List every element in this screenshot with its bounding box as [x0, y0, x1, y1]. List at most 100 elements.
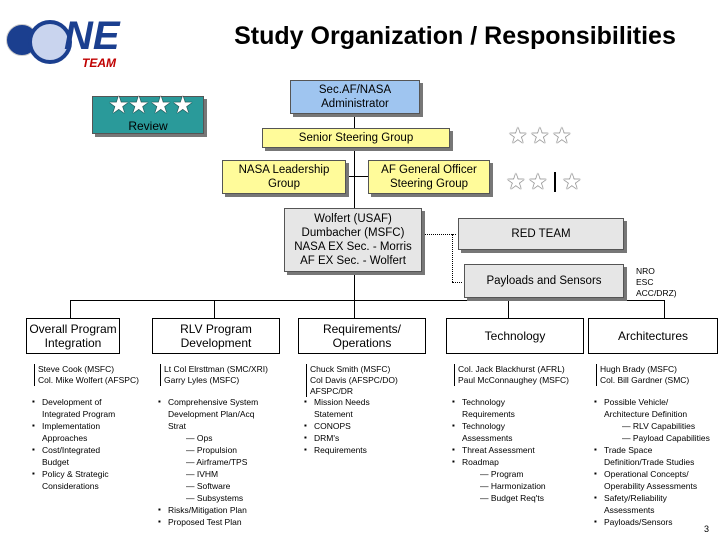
list-item: Assessments [604, 505, 655, 515]
list-item: Assessments [462, 433, 513, 443]
connector [508, 300, 509, 318]
list-item: — Airframe/TPS [186, 457, 248, 467]
list-item: Approaches [42, 433, 88, 443]
list-item: Requirements [462, 409, 515, 419]
nro-line3: ACC/DRZ) [636, 288, 677, 298]
lead-name: Col. Bill Gardner (SMC) [600, 375, 690, 385]
list-item: Proposed Test Plan [158, 516, 304, 528]
lead-name: Chuck Smith (MSFC) [310, 364, 391, 374]
dotted-connector [452, 282, 462, 283]
nasa-leadership-line2: Group [268, 178, 300, 190]
af-officer-line1: AF General Officer [381, 164, 477, 176]
connector [70, 300, 664, 301]
lead-name: Col. Mike Wolfert (AFSPC) [38, 375, 139, 385]
list-item: Payloads/Sensors [594, 516, 720, 528]
dotted-connector [452, 234, 453, 282]
connector [664, 300, 665, 318]
list-item: Mission Needs [304, 396, 450, 408]
column-leads: Chuck Smith (MSFC)Col Davis (AFSPC/DO)AF… [306, 364, 398, 397]
list-item: — Software [186, 481, 231, 491]
list-item: — Payload Capabilities [622, 433, 710, 443]
star-icon: ★ [128, 92, 150, 119]
column-header-line1: RLV Program [180, 322, 252, 336]
logo: NE TEAM [4, 14, 124, 74]
red-team-label: RED TEAM [511, 228, 571, 240]
nro-line1: NRO [636, 266, 655, 276]
list-item: Integrated Program [42, 409, 116, 419]
list-item: — Budget Req'ts [480, 493, 544, 503]
column-header: Technology [446, 318, 584, 354]
connector [354, 158, 355, 208]
column-header: Requirements/Operations [298, 318, 426, 354]
connector [340, 176, 370, 177]
logo-text: NE [64, 14, 120, 58]
lead-name: Paul McConnaughey (MSFC) [458, 375, 570, 385]
column-header-line1: Requirements/ [322, 322, 402, 336]
list-item: Threat Assessment [452, 444, 608, 456]
column-header-line2: Integration [44, 336, 102, 350]
column-leads: Col. Jack Blackhurst (AFRL)Paul McConnau… [454, 364, 569, 386]
star-icon: ★ [108, 92, 130, 119]
nasa-leadership-box: NASA Leadership Group [222, 160, 346, 194]
responsibility-list: Mission NeedsStatementCONOPSDRM'sRequire… [304, 396, 450, 456]
list-item: Development Plan/Acq [168, 409, 255, 419]
column-header-line1: Technology [484, 329, 546, 343]
lead-name: Col Davis (AFSPC/DO) [310, 375, 398, 385]
admin-box: Sec.AF/NASA Administrator [290, 80, 420, 114]
star-icon: ★ [506, 169, 526, 194]
column-header-line2: Development [180, 336, 252, 350]
af-officer-line2: Steering Group [390, 178, 468, 190]
payloads-label: Payloads and Sensors [486, 275, 602, 287]
list-item: Policy & Strategic [32, 468, 142, 480]
list-item: Operational Concepts/ [594, 468, 720, 480]
connector [70, 300, 71, 318]
red-team-box: RED TEAM [458, 218, 624, 250]
list-item: Definition/Trade Studies [604, 457, 695, 467]
list-item: Trade Space [594, 444, 720, 456]
list-item: — Subsystems [186, 493, 244, 503]
nro-line2: ESC [636, 277, 654, 287]
list-item: — RLV Capabilities [622, 421, 696, 431]
list-item: Implementation [32, 420, 142, 432]
list-item: Technology [452, 420, 608, 432]
list-item: Safety/Reliability [594, 492, 720, 504]
list-item: Statement [314, 409, 353, 419]
star-icon: ★ [172, 92, 194, 119]
list-item: CONOPS [304, 420, 450, 432]
list-item: Requirements [304, 444, 450, 456]
lead-box: Wolfert (USAF) Dumbacher (MSFC) NASA EX … [284, 208, 422, 272]
column-header-line1: Architectures [617, 329, 689, 343]
review-box: Review [92, 96, 204, 134]
list-item: — IVHM [186, 469, 219, 479]
steering-label: Senior Steering Group [298, 132, 414, 144]
star-icon: ★ [552, 123, 572, 148]
lead-name: AFSPC/DR [310, 386, 353, 396]
responsibility-list: TechnologyRequirementsTechnologyAssessme… [452, 396, 608, 504]
list-item: — Program [480, 469, 524, 479]
list-item: Cost/Integrated [32, 444, 142, 456]
list-item: Roadmap [452, 456, 608, 468]
nasa-leadership-line1: NASA Leadership [238, 164, 330, 176]
column-leads: Lt Col Elrsttman (SMC/XRI)Garry Lyles (M… [160, 364, 268, 386]
connector [214, 300, 215, 318]
lead-name: Lt Col Elrsttman (SMC/XRI) [164, 364, 268, 374]
responsibility-list: Possible Vehicle/Architecture Definition… [594, 396, 720, 528]
column-header-line2: Operations [332, 336, 392, 350]
column-leads: Steve Cook (MSFC)Col. Mike Wolfert (AFSP… [34, 364, 139, 386]
af-emblem-icon [28, 20, 72, 64]
connector [354, 270, 355, 300]
page-title: Study Organization / Responsibilities [234, 22, 676, 50]
review-label: Review [128, 119, 168, 133]
star-icon: ★ [528, 169, 548, 194]
admin-line2: Administrator [321, 98, 389, 110]
list-item: Possible Vehicle/ [594, 396, 720, 408]
star-icon: ★ [150, 92, 172, 119]
lead-name: Col. Jack Blackhurst (AFRL) [458, 364, 565, 374]
page-number: 3 [704, 524, 710, 534]
list-item: — Ops [186, 433, 213, 443]
list-item: — Harmonization [480, 481, 546, 491]
af-officer-box: AF General Officer Steering Group [368, 160, 490, 194]
